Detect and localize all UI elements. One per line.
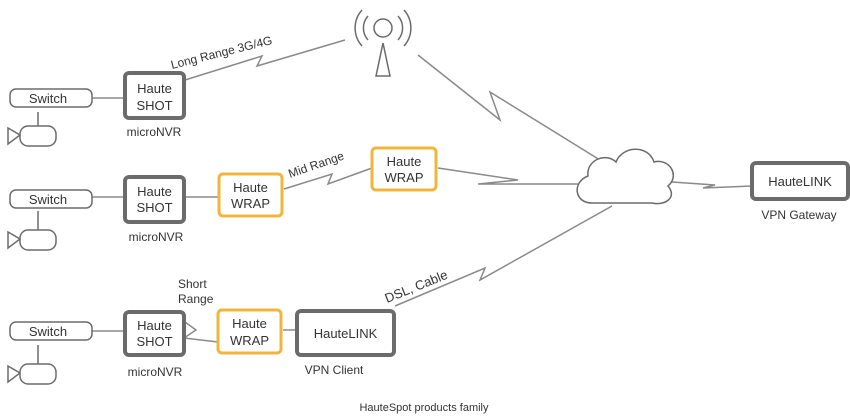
wireless-link-long-range	[184, 39, 346, 81]
haute-shot-1-line2: SHOT	[136, 98, 172, 113]
hautelink-vpn-gateway-label: HauteLINK	[768, 174, 832, 189]
camera-icon	[7, 211, 57, 251]
haute-shot-3[interactable]: Haute SHOT	[123, 310, 186, 357]
tower-to-cloud-link	[417, 54, 601, 161]
camera-icon	[7, 345, 57, 385]
haute-shot-2-line1: Haute	[137, 184, 172, 199]
haute-wrap-row2-left[interactable]: Haute WRAP	[217, 172, 284, 218]
haute-wrap-row2-right-line2: WRAP	[385, 170, 424, 185]
vpn-client-label: VPN Client	[305, 363, 364, 377]
vpn-gateway-label: VPN Gateway	[761, 208, 836, 222]
switch-2-label: Switch	[29, 192, 67, 207]
nvr-label-2: microNVR	[129, 230, 184, 244]
haute-wrap-row3[interactable]: Haute WRAP	[216, 308, 283, 355]
haute-wrap-row3-line1: Haute	[232, 316, 267, 331]
diagram-title: HauteSpot products family	[359, 402, 489, 414]
haute-shot-2-line2: SHOT	[136, 200, 172, 215]
hautelink-vpn-client-label: HauteLINK	[314, 326, 378, 341]
switch-3[interactable]: Switch	[9, 321, 93, 341]
haute-wrap-row3-line2: WRAP	[230, 333, 269, 348]
switch-2[interactable]: Switch	[9, 189, 93, 209]
connections	[92, 39, 753, 343]
wireless-link-short-range	[181, 321, 219, 343]
cloud-to-gateway-link	[671, 181, 753, 189]
haute-shot-1-line1: Haute	[137, 81, 172, 96]
haute-shot-3-line1: Haute	[137, 318, 172, 333]
short-range-label-line2: Range	[178, 292, 214, 306]
nvr-label-1: microNVR	[127, 125, 182, 139]
short-range-label-line1: Short	[178, 277, 207, 291]
cell-tower-icon	[354, 9, 412, 77]
switch-1-label: Switch	[29, 91, 67, 106]
haute-wrap-row2-left-line2: WRAP	[231, 196, 270, 211]
haute-wrap-row2-right[interactable]: Haute WRAP	[370, 146, 438, 192]
nvr-label-3: microNVR	[128, 365, 183, 379]
hautelink-vpn-client[interactable]: HauteLINK	[295, 309, 396, 357]
haute-wrap-row2-left-line1: Haute	[233, 180, 268, 195]
hautelink-vpn-gateway[interactable]: HauteLINK	[750, 161, 850, 201]
mid-range-label: Mid Range	[286, 149, 346, 181]
dsl-cable-link	[394, 205, 613, 307]
haute-shot-3-line2: SHOT	[136, 334, 172, 349]
camera-icon	[7, 112, 57, 147]
wrap-to-cloud-link	[437, 167, 578, 185]
haute-shot-1[interactable]: Haute SHOT	[123, 71, 186, 120]
haute-shot-2[interactable]: Haute SHOT	[123, 175, 186, 224]
switch-3-label: Switch	[29, 324, 67, 339]
switch-1[interactable]: Switch	[9, 88, 93, 108]
cloud-icon	[576, 148, 674, 205]
wireless-link-mid-range	[283, 167, 373, 190]
haute-wrap-row2-right-line1: Haute	[387, 154, 422, 169]
